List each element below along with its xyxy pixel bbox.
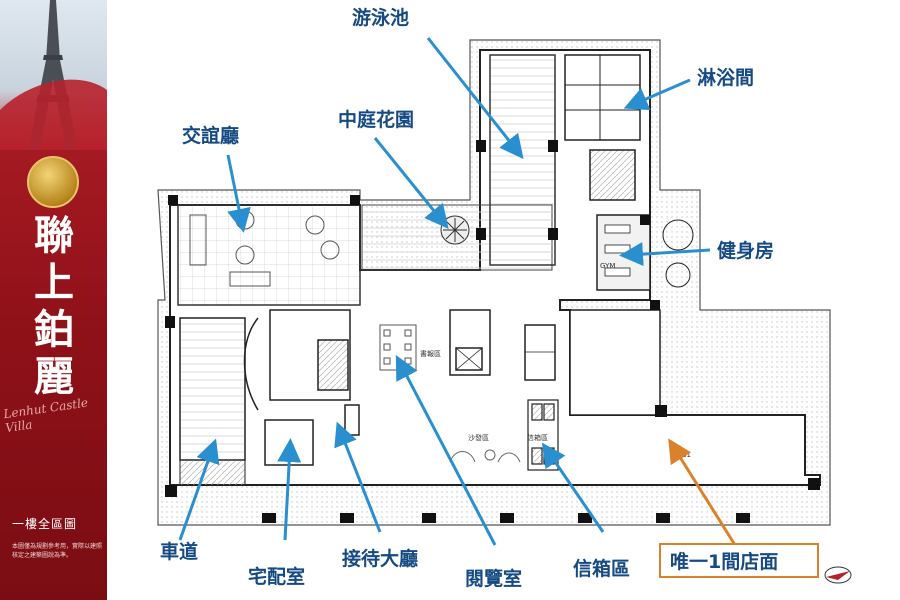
callout-driveway: 車道 xyxy=(160,540,198,563)
arrow-reading-room xyxy=(395,355,497,546)
callout-arrows xyxy=(178,37,711,546)
lobby-core-rooms xyxy=(243,309,360,466)
callout-courtyard-garden: 中庭花園 xyxy=(338,108,414,131)
swimming-pool-area xyxy=(489,54,556,266)
callout-delivery-room: 宅配室 xyxy=(248,565,305,588)
arrow-driveway xyxy=(178,438,220,541)
plan-title: 一樓全區圖 xyxy=(12,517,78,531)
callout-swimming-pool: 游泳池 xyxy=(352,6,409,29)
arrow-delivery-room xyxy=(277,438,302,541)
arrow-only-shop xyxy=(668,438,737,546)
garden-tree-icon xyxy=(440,215,470,245)
callout-reception-lobby: 接待大廳 xyxy=(342,547,418,570)
north-arrow-icon xyxy=(824,566,852,584)
arrow-courtyard-garden xyxy=(373,137,449,229)
plan-note: 本圖僅為規劃參考用，實際以建照核定之建築圖說為準。 xyxy=(12,543,103,559)
arrow-shower-room xyxy=(623,78,691,111)
structural-columns xyxy=(165,140,820,523)
only-shop-callout: 唯一1間店面 xyxy=(659,543,819,578)
callout-reading-room: 閱覽室 xyxy=(465,567,522,590)
callout-social-hall: 交誼廳 xyxy=(182,124,239,147)
brand-logo-icon xyxy=(27,156,79,208)
callout-only-shop: 唯一1間店面 xyxy=(670,550,778,573)
callout-labels: 游泳池 淋浴間 中庭花園 交誼廳 健身房 車道 宅配室 接待大廳 閱覽室 信箱區 xyxy=(160,6,774,590)
gym-tag: GYM xyxy=(600,262,615,270)
mailbox-zone-tag: 信箱區 xyxy=(527,433,548,442)
callout-gym: 健身房 xyxy=(717,239,774,262)
brand-name: 聯上鉑麗 xyxy=(34,212,76,400)
elevator-core xyxy=(449,309,556,381)
arrow-social-hall xyxy=(226,154,251,233)
callout-mailbox-area: 信箱區 xyxy=(573,557,630,580)
brand-panel: 聯上鉑麗 Lenhut Castle Villa 一樓全區圖 本圖僅為規劃參考用… xyxy=(0,0,107,600)
arrow-mailbox-area xyxy=(541,442,605,533)
reading-zone-tag: 書報區 xyxy=(420,349,441,358)
driveway-ramp xyxy=(179,317,246,486)
sofa-zone-tag: 沙發區 xyxy=(468,433,489,442)
arrow-gym xyxy=(619,242,711,267)
shop-tag: S1 xyxy=(682,451,691,459)
arrow-swimming-pool xyxy=(426,37,524,160)
callout-shower-room: 淋浴間 xyxy=(697,66,754,89)
eiffel-tower-photo xyxy=(0,0,107,150)
social-hall-room xyxy=(177,204,361,306)
shop-room xyxy=(569,309,661,416)
arrow-reception-lobby xyxy=(334,421,382,533)
social-hall-furniture xyxy=(189,210,340,287)
